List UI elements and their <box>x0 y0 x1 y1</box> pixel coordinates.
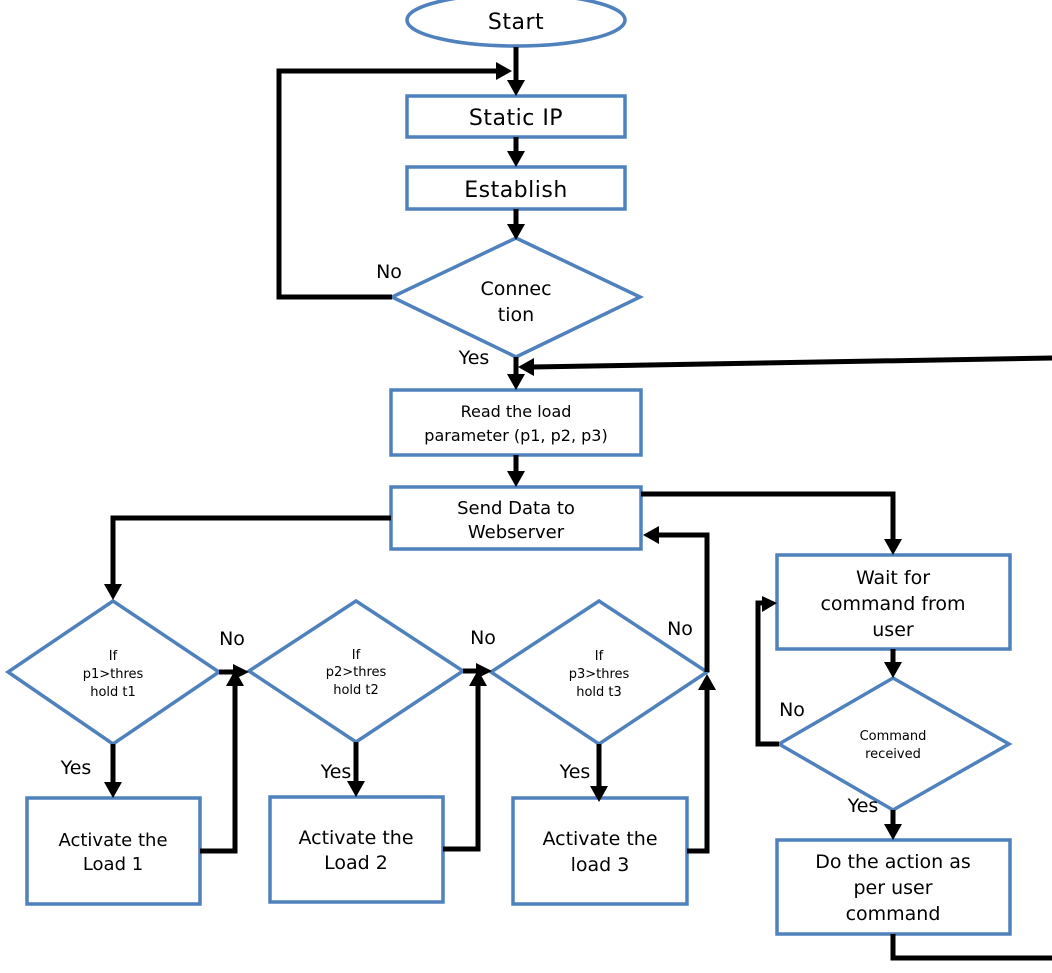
if-p3-label-line-2: p3>thres <box>569 667 630 682</box>
connector-activate-2-merge <box>443 683 481 852</box>
activate-load-3-label-line-2: load 3 <box>571 854 630 876</box>
send-data-label-line-1: Send Data to <box>457 498 575 519</box>
arrowhead-wait-command <box>884 539 902 555</box>
static-ip-node <box>405 94 627 139</box>
arrowhead-merge-return <box>698 674 716 690</box>
do-action-label-line-1: Do the action as <box>815 851 971 873</box>
read-load-node <box>389 388 643 457</box>
connector-if-p3-no-return <box>657 532 710 672</box>
if-p1-label-line-1: If <box>109 649 118 664</box>
arrowhead-activate-3 <box>590 786 608 802</box>
edge-label-cmd-yes: Yes <box>847 795 879 817</box>
arrowhead-into-if-p3 <box>476 663 492 679</box>
edge-label-connection-yes: Yes <box>458 347 490 369</box>
edge-label-connection-no: No <box>376 261 402 283</box>
activate-load-2-node <box>268 795 445 904</box>
connector-send-data-to-wait-command <box>641 491 896 541</box>
arrowhead-read-load <box>507 374 525 390</box>
edge-label-p1-yes: Yes <box>60 757 92 779</box>
if-p3-label-line-3: hold t3 <box>576 685 622 700</box>
arrowhead-into-send-data <box>643 526 659 544</box>
if-p2-label-line-2: p2>thres <box>326 665 387 680</box>
arrowhead-activate-2 <box>347 781 365 797</box>
arrowhead-if-p1 <box>104 584 122 600</box>
arrowhead-static-ip <box>507 80 525 96</box>
arrowhead-no-loop <box>496 62 512 80</box>
static-ip-label: Static IP <box>469 106 563 131</box>
activate-load-3-node <box>511 796 689 906</box>
arrowhead-command-received <box>884 662 902 678</box>
edge-label-cmd-no: No <box>779 699 805 721</box>
if-p1-label-line-2: p1>thres <box>83 667 144 682</box>
start-node <box>405 0 627 48</box>
if-p3-label-line-1: If <box>595 649 604 664</box>
activate-load-2-label-line-2: Load 2 <box>324 852 388 874</box>
connector-return-from-action <box>531 355 1052 370</box>
activate-load-1-label-line-1: Activate the <box>58 830 167 851</box>
arrowhead-command-no-loop <box>762 596 777 612</box>
do-action-label-line-2: per user <box>853 877 932 899</box>
read-load-label-line-1: Read the load <box>461 402 572 421</box>
establish-label: Establish <box>464 178 568 203</box>
edge-label-p1-no: No <box>219 628 245 650</box>
start-label: Start <box>488 10 544 35</box>
activate-load-1-node <box>25 796 202 906</box>
send-data-label-line-2: Webserver <box>468 522 565 543</box>
wait-command-label-line-1: Wait for <box>856 567 930 589</box>
wait-command-label-line-3: user <box>872 619 914 641</box>
do-action-label-line-3: command <box>846 903 941 925</box>
connection-label-line-2: tion <box>498 304 534 326</box>
edge-label-p2-yes: Yes <box>320 761 352 783</box>
connector-activate-3-return <box>687 688 710 854</box>
edge-label-p3-no: No <box>667 618 693 640</box>
connection-label-line-1: Connec <box>480 278 551 300</box>
activate-load-3-label-line-1: Activate the <box>542 828 657 850</box>
connector-connection-no-loop <box>276 68 498 300</box>
arrowhead-do-action <box>884 824 902 840</box>
edge-label-p2-no: No <box>470 627 496 649</box>
command-received-label-line-2: received <box>865 747 921 762</box>
read-load-label-line-2: parameter (p1, p2, p3) <box>424 426 607 445</box>
arrowhead-activate-1 <box>104 782 122 798</box>
command-received-decision <box>775 675 1013 813</box>
if-p1-label-line-3: hold t1 <box>90 685 136 700</box>
arrowhead-establish <box>507 151 525 167</box>
connectors <box>104 47 1052 961</box>
connector-do-action-out <box>890 934 1052 961</box>
connector-send-data-to-if-p1 <box>110 515 391 586</box>
command-received-label-line-1: Command <box>860 729 927 744</box>
arrowhead-into-if-p2 <box>233 664 249 680</box>
arrowhead-return <box>518 358 534 376</box>
arrowhead-connection <box>507 224 525 240</box>
connector-activate-1-merge <box>200 683 238 854</box>
edge-label-p3-yes: Yes <box>559 761 591 783</box>
arrowhead-send-data <box>507 471 525 487</box>
if-p2-label-line-3: hold t2 <box>333 683 379 698</box>
connector-command-no-loop <box>755 600 779 747</box>
activate-load-2-label-line-1: Activate the <box>298 827 413 849</box>
wait-command-label-line-2: command from <box>820 593 965 615</box>
wait-command-node <box>775 553 1012 651</box>
do-action-node <box>775 838 1012 936</box>
if-p2-label-line-1: If <box>352 648 361 663</box>
activate-load-1-label-line-2: Load 1 <box>83 854 143 875</box>
